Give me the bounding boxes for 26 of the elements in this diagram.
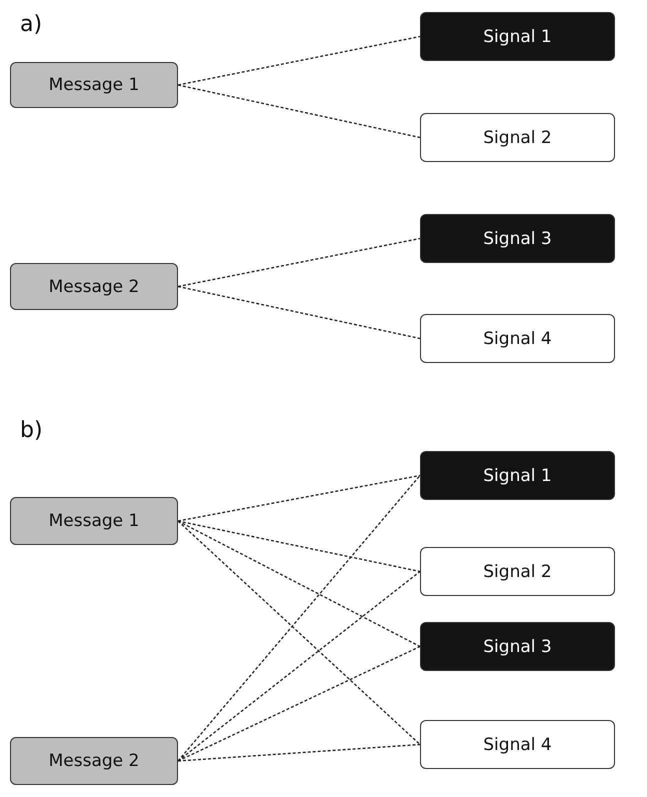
signal-box: Signal 1 [420,12,615,61]
dashed-line [178,36,420,86]
signal-box: Signal 1 [420,451,615,500]
dashed-line [178,238,420,288]
dashed-line [178,520,420,572]
signal-box: Signal 4 [420,314,615,363]
dashed-line [178,475,420,762]
dashed-line [178,520,420,648]
dashed-line [178,570,420,762]
dashed-line [178,286,420,340]
signal-box: Signal 2 [420,547,615,596]
dashed-line [178,646,420,762]
signal-box: Signal 4 [420,720,615,769]
message-box: Message 1 [10,497,178,545]
dashed-line [178,84,420,138]
message-box: Message 1 [10,62,178,108]
message-box: Message 2 [10,737,178,785]
panel-label: b) [20,418,43,443]
panel-label: a) [20,12,42,37]
message-box: Message 2 [10,263,178,310]
dashed-line [178,520,420,745]
signal-box: Signal 3 [420,214,615,263]
signal-box: Signal 2 [420,113,615,162]
dashed-line [178,744,420,762]
signal-box: Signal 3 [420,622,615,671]
dashed-line [178,474,420,522]
